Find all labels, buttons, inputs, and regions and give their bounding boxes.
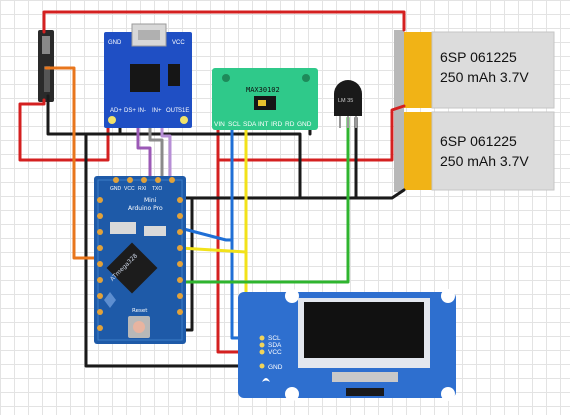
battery-bottom-model: 6SP 061225 [440, 133, 517, 149]
charger-module: GND VCC AD+ DS+ IN- IN+ OUT S1E [104, 23, 192, 128]
battery-top: 6SP 061225 250 mAh 3.7V [394, 30, 555, 110]
battery-top-model: 6SP 061225 [440, 49, 517, 65]
charger-pin-vcc: VCC [172, 40, 185, 46]
arduino-name-line1: Mini [144, 197, 157, 204]
wire-purple [136, 126, 152, 182]
max-pin-rd: RD [285, 121, 295, 128]
wire-black-gnd-oled [84, 132, 260, 368]
arduino-name-line2: Arduino Pro [128, 205, 163, 212]
lm35-label: LM 35 [338, 98, 353, 104]
wire-red-to-battery [216, 104, 406, 162]
arduino-top-pin-txo: TXO [152, 186, 162, 192]
reset-label: Reset [132, 308, 148, 314]
charger-pin-s1e: S1E [178, 108, 189, 114]
wire-black-gnd-main [118, 126, 406, 200]
battery-bottom: 6SP 061225 250 mAh 3.7V [394, 110, 555, 192]
oled-pin-vcc: VCC [268, 349, 282, 356]
max-pin-scl: SCL [228, 121, 241, 128]
wire-red-top [42, 10, 406, 34]
brand-leaf-icon [262, 378, 270, 382]
max-pin-vin: VIN [214, 121, 225, 128]
wire-green-lm35 [184, 116, 350, 284]
reset-button-cap[interactable] [133, 321, 145, 333]
oled-pin-sda: SDA [268, 342, 282, 349]
max30102-title: MAX30102 [246, 86, 280, 94]
arduino-top-pin-rxi: RXI [138, 186, 146, 192]
wire-yellow-arduino [178, 246, 248, 254]
oled-display: SCL SDA VCC GND [238, 289, 456, 401]
wire-orange [44, 66, 100, 260]
charger-pin-in+: IN+ [152, 108, 162, 114]
battery-top-spec: 250 mAh 3.7V [440, 69, 529, 85]
charger-pin-gnd: GND [108, 40, 122, 46]
wire-blue-arduino [178, 226, 234, 242]
lm35-sensor: LM 35 [334, 80, 362, 128]
wire-lavender [160, 126, 172, 182]
charger-pin-ds: DS+ [124, 108, 136, 114]
slide-switch [38, 30, 54, 102]
arduino-top-pin-vcc: VCC [124, 186, 135, 192]
arduino-pro-mini: GND VCC RXI TXO Mini Arduino Pro ATmega3… [94, 176, 186, 344]
wire-black-gnd-switch [46, 94, 122, 136]
max-pin-int: INT [258, 121, 269, 128]
oled-pin-scl: SCL [268, 335, 281, 342]
arduino-top-pin-gnd: GND [110, 186, 122, 192]
max-pin-ird: IRD [271, 121, 283, 128]
max-pin-gnd: GND [297, 121, 312, 128]
max-pin-sda: SDA [243, 121, 257, 128]
battery-bottom-spec: 250 mAh 3.7V [440, 153, 529, 169]
oled-pin-gnd: GND [268, 364, 283, 371]
charger-pin-in-: IN- [138, 108, 146, 114]
max30102-module: MAX30102 VIN SCL SDA INT IRD RD GND [212, 68, 318, 130]
charger-pin-ad: AD+ [110, 108, 122, 114]
wire-grey [148, 126, 164, 182]
wire-red-vcc [18, 98, 110, 162]
charger-pin-out: OUT [166, 108, 179, 114]
